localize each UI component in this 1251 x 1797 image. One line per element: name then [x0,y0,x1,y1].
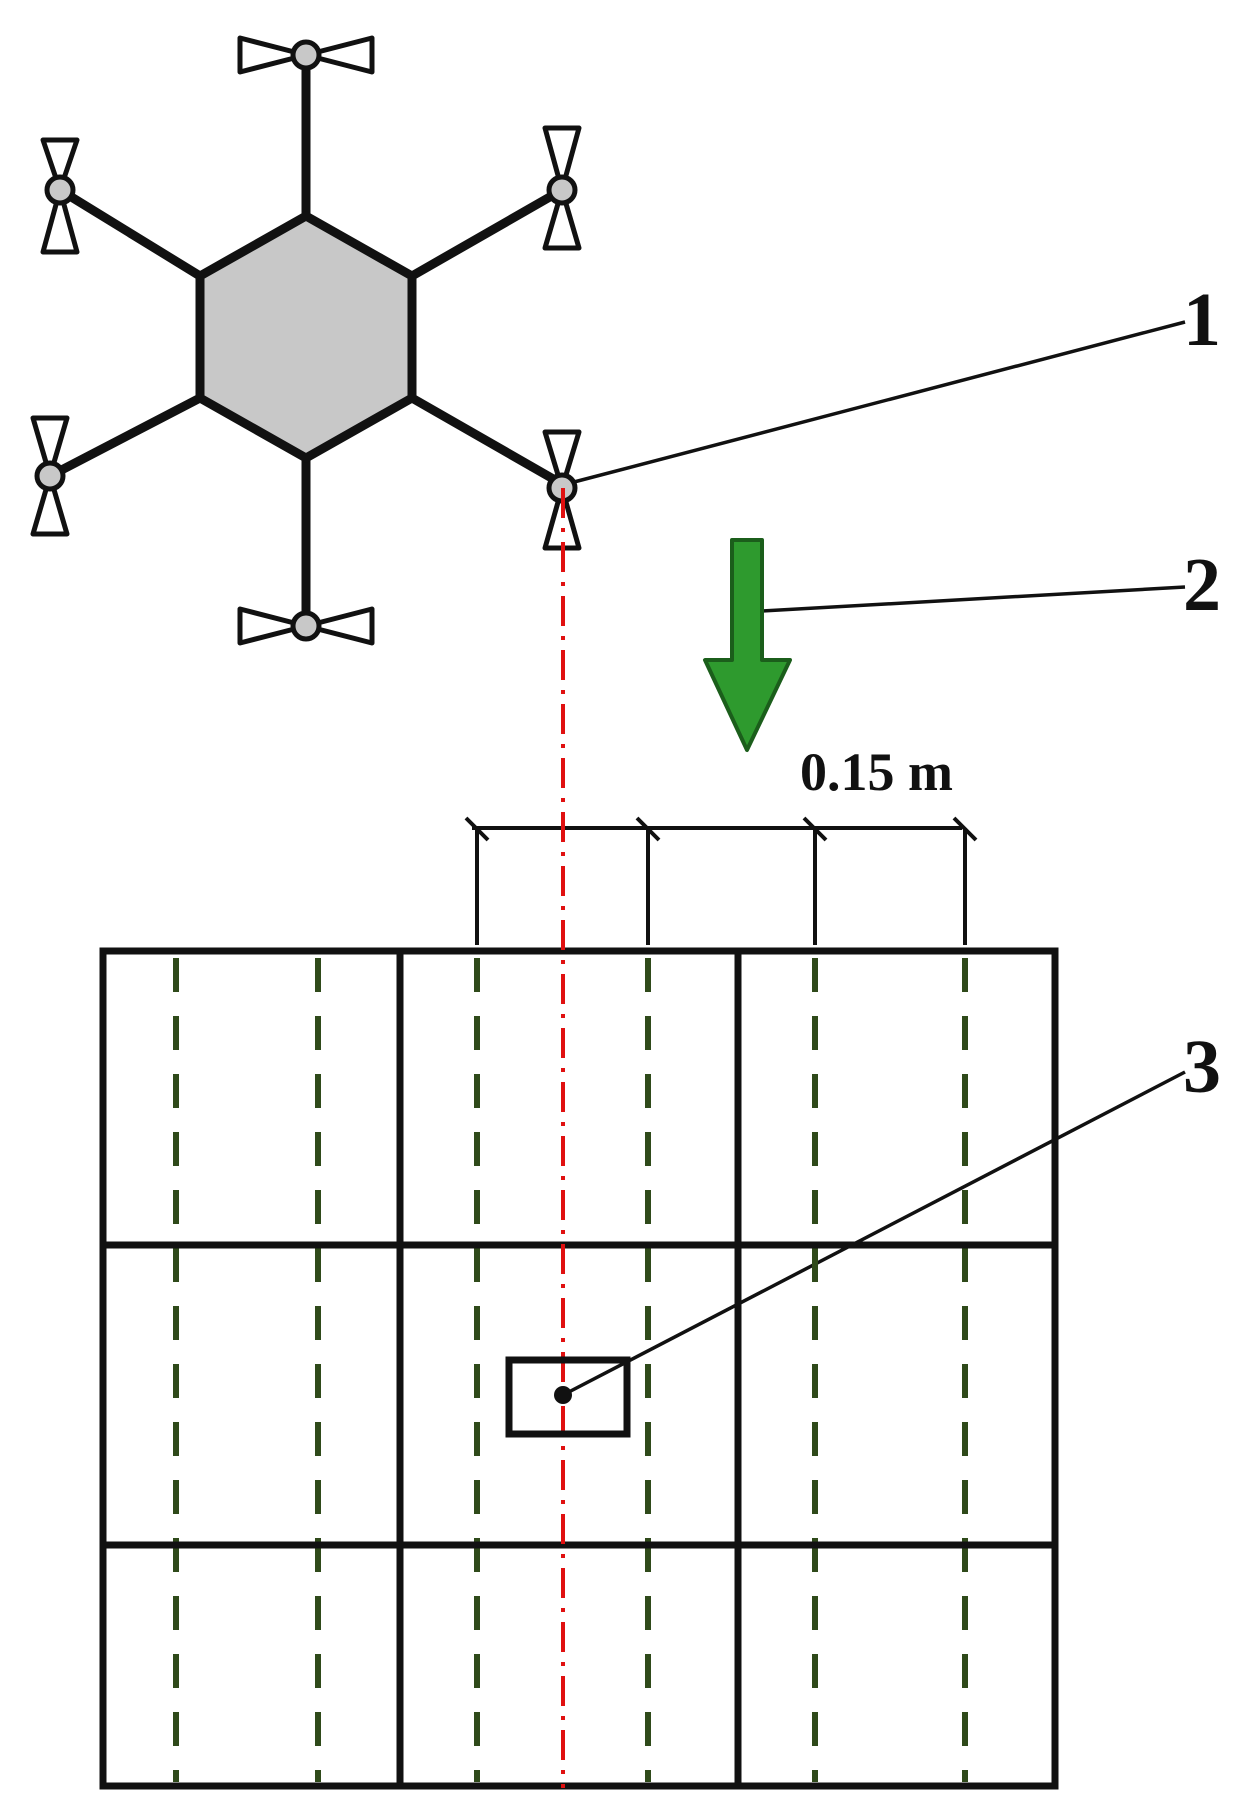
spacing-dimension: 0.15 m [464,742,978,945]
target-sample [505,1356,631,1438]
target-sample-box [505,1356,631,1438]
dimension-ticks [464,816,978,842]
callout-label-3: 3 [1183,1025,1221,1109]
leader-line-1 [573,320,1186,484]
dimension-extension-lines [475,828,967,945]
propeller-upper-left [40,137,80,255]
grid-outer-border [99,947,1059,1790]
test-grid [99,947,1059,1790]
down-arrow-icon [703,538,792,752]
spacing-dimension-label: 0.15 m [800,742,953,802]
drone-arms [45,47,567,627]
propeller-lower-left [30,415,70,537]
leader-line-2 [744,585,1186,614]
propeller-upper-right [542,125,582,251]
drone-hub [195,211,417,463]
callout-label-2: 2 [1183,543,1221,627]
spray-track-lines [173,958,968,1782]
propeller-bottom [237,606,375,646]
leader-lines [562,320,1186,1397]
hexacopter-icon [30,35,582,646]
propeller-top [237,35,375,75]
callout-label-1: 1 [1183,278,1221,362]
target-sample-point [554,1386,572,1404]
leader-line-3 [562,1070,1186,1397]
